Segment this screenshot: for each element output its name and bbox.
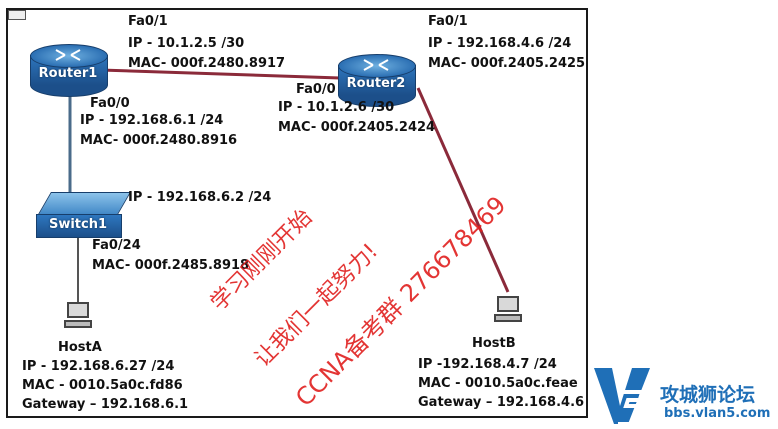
r2-fa01-port: Fa0/1 [428,14,468,29]
logo-url-text: bbs.vlan5.com [664,406,771,421]
r1-fa00-mac: MAC- 000f.2480.8916 [80,133,238,148]
r1-fa00-ip: IP - 192.168.6.1 /24 [80,113,224,128]
hostB-mac: MAC - 0010.5a0c.feae [418,376,578,391]
hostA-name: HostA [58,340,102,355]
hostB-name: HostB [472,336,516,351]
corner-tag [8,10,26,20]
sw1-fa024-mac: MAC- 000f.2485.8918 [92,258,250,273]
router-arrows-icon [55,49,81,61]
hostB-gateway: Gateway – 192.168.4.6 [418,395,585,410]
hostA-mac: MAC - 0010.5a0c.fd86 [22,378,183,393]
switch1-label: Switch1 [48,217,108,232]
r2-fa01-ip: IP - 192.168.4.6 /24 [428,36,572,51]
r2-fa00-ip: IP - 10.1.2.6 /30 [278,100,395,115]
hostA-ip: IP - 192.168.6.27 /24 [22,359,175,374]
hostA-gateway: Gateway – 192.168.6.1 [22,397,189,412]
r1-fa01-ip: IP - 10.1.2.5 /30 [128,36,245,51]
sw1-fa024-port: Fa0/24 [92,238,141,253]
router1-icon[interactable]: Router1 [30,44,108,97]
hostB-ip: IP -192.168.4.7 /24 [418,357,557,372]
vlan5-logo-icon [594,368,650,426]
r1-fa01-mac: MAC- 000f.2480.8917 [128,56,286,71]
router-arrows-icon [363,59,389,71]
link-router2-hostB [416,87,510,293]
r2-fa01-mac: MAC- 000f.2405.2425 [428,56,586,71]
r2-fa00-mac: MAC- 000f.2405.2424 [278,120,436,135]
hostB-pc-icon[interactable] [494,296,522,326]
link-router1-router2 [99,68,341,80]
r2-fa00-port: Fa0/0 [296,82,336,97]
router2-icon[interactable]: Router2 [338,54,416,107]
switch1-icon[interactable]: Switch1 [36,192,132,238]
router1-label: Router1 [38,66,98,81]
router2-label: Router2 [346,76,406,91]
r1-fa01-port: Fa0/1 [128,14,168,29]
sw1-ip: IP - 192.168.6.2 /24 [128,190,272,205]
logo-chinese-text: 攻城狮论坛 [660,384,756,406]
hostA-pc-icon[interactable] [64,302,92,332]
r1-fa00-port: Fa0/0 [90,96,130,111]
